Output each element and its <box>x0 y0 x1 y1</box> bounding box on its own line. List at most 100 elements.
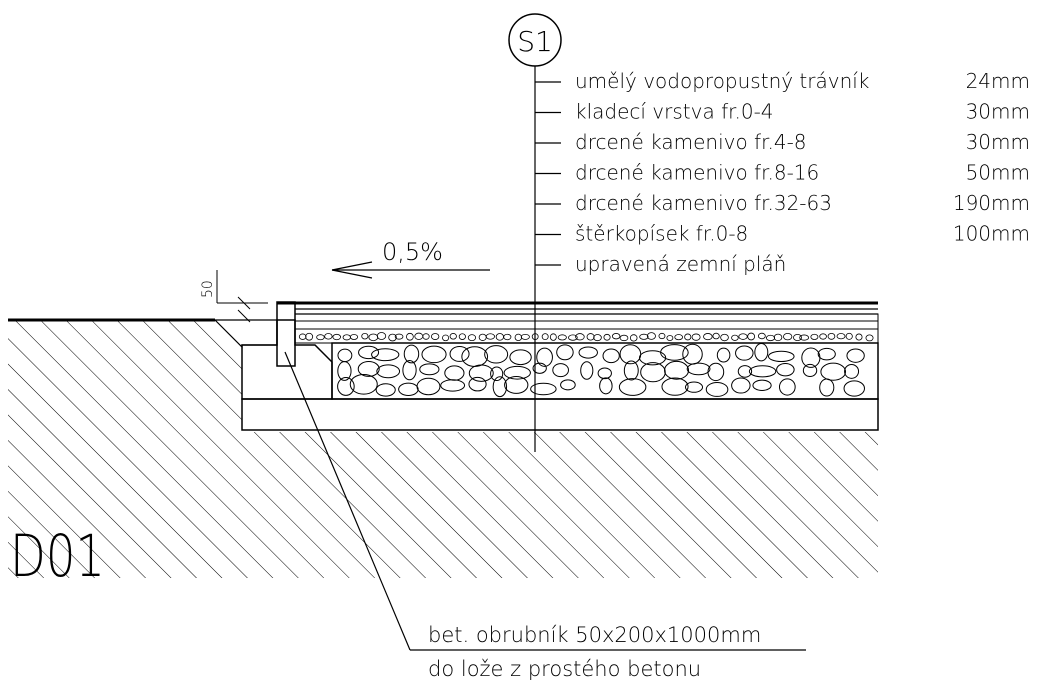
slope-indicator: 0,5% <box>331 238 490 279</box>
gravel-stone <box>468 376 487 392</box>
gravel-stone <box>444 365 465 381</box>
gravel-stone <box>532 362 547 374</box>
fine-gravel-stone <box>503 333 512 341</box>
gravel-stone <box>556 344 574 361</box>
gravel-stone <box>819 378 835 397</box>
fine-gravel-stone <box>783 332 793 341</box>
layer-thickness: 30mm <box>966 100 1030 124</box>
fine-gravel-stone <box>603 333 611 341</box>
fine-gravel-stone <box>388 333 397 342</box>
gravel-stone <box>820 362 847 381</box>
gravel-stone <box>349 373 378 395</box>
layer-crushed-stone-coarse <box>331 342 879 400</box>
gravel-stone <box>530 382 557 396</box>
slope-label: 0,5% <box>382 238 443 266</box>
fine-gravel-stone <box>593 334 602 342</box>
fine-gravel-stone <box>305 332 314 341</box>
fine-gravel-stone <box>819 333 827 340</box>
fine-gravel-stone <box>799 334 810 341</box>
gravel-stone <box>660 344 689 361</box>
fine-gravel-stone <box>691 333 701 341</box>
gravel-stone <box>737 365 753 378</box>
gravel-stone <box>440 379 466 392</box>
gravel-stone <box>776 363 795 377</box>
layer-name: drcené kamenivo fr.4-8 <box>575 130 807 154</box>
fine-gravel-stone <box>549 333 557 341</box>
gravel-stone <box>484 345 509 364</box>
artificial-turf-layer <box>277 301 878 315</box>
gravel-stone <box>686 362 711 376</box>
fine-gravel-stone <box>394 333 404 340</box>
gravel-stone <box>503 365 531 380</box>
fine-gravel-stone <box>646 332 656 340</box>
gravel-stone <box>337 361 352 381</box>
fine-gravel-stone <box>414 332 424 340</box>
gravel-stone <box>357 361 380 377</box>
fine-gravel-stone <box>442 334 450 342</box>
fine-gravel-stone <box>773 333 783 342</box>
curb-note: bet. obrubník 50x200x1000mm do lože z pr… <box>284 351 806 681</box>
fine-gravel-stone <box>495 333 504 341</box>
fine-gravel-stone <box>619 334 629 342</box>
fine-gravel-stone <box>757 332 766 340</box>
fine-gravel-stone <box>458 333 466 340</box>
dimension-50: 50 <box>200 270 268 323</box>
fine-gravel-stone <box>332 333 341 341</box>
section-marker-s1: S1 <box>508 13 562 67</box>
gravel-stone <box>560 379 576 391</box>
fine-gravel-stone <box>485 333 495 340</box>
gravel-stone <box>731 377 751 394</box>
gravel-stone <box>748 365 777 378</box>
gravel-stone <box>754 342 769 362</box>
gravel-stone <box>640 362 666 383</box>
fine-gravel-stone <box>845 332 853 340</box>
gravel-stone <box>597 367 612 380</box>
fine-gravel-stone <box>349 334 359 340</box>
gravel-stone <box>578 346 598 359</box>
gravel-stone <box>580 361 594 380</box>
layer-name: umělý vodopropustný trávník <box>575 69 869 93</box>
fine-gravel-stone <box>836 333 846 340</box>
gravel-stone <box>403 344 420 364</box>
fine-gravel-stone <box>368 333 379 342</box>
fine-gravel-stone <box>298 333 307 340</box>
fine-gravel-stone <box>658 332 666 340</box>
layer-thickness: 24mm <box>966 69 1030 93</box>
gravel-stone <box>371 348 400 362</box>
layer-sand-gravel <box>241 398 879 431</box>
gravel-stone <box>707 362 725 382</box>
fine-gravel-stone <box>865 334 874 342</box>
gravel-stone <box>778 378 796 396</box>
fine-gravel-stone <box>611 333 621 340</box>
fine-gravel-stone <box>467 334 477 342</box>
section-leader <box>534 65 561 452</box>
gravel-stone <box>599 377 613 395</box>
layer-thickness: 30mm <box>966 130 1030 154</box>
layer-name: upravená zemní pláň <box>575 252 786 276</box>
gravel-stone <box>767 350 795 363</box>
gravel-stone <box>684 381 704 393</box>
layer-name: drcené kamenivo fr.32-63 <box>575 191 832 215</box>
gravel-stone <box>682 343 703 365</box>
fine-gravel-stone <box>557 334 567 341</box>
gravel-stone <box>419 363 440 376</box>
fine-gravel-stone <box>810 333 819 340</box>
detail-id: D01 <box>10 522 105 590</box>
fine-gravel-stone <box>586 333 595 341</box>
curb-note-line1: bet. obrubník 50x200x1000mm <box>428 623 761 647</box>
gravel-stone <box>817 347 836 361</box>
fine-gravel-stone <box>449 333 457 340</box>
fine-gravel-stone <box>316 334 325 341</box>
gravel-stone <box>716 347 731 363</box>
gravel-stone <box>461 346 489 367</box>
gravel-stone <box>623 360 639 381</box>
gravel-stone <box>421 345 447 364</box>
fine-gravel-stone <box>765 334 776 342</box>
layer-thickness: 190mm <box>953 191 1030 215</box>
fine-gravel-stone <box>342 334 351 341</box>
gravel-stone <box>638 350 667 366</box>
fine-gravel-stone <box>712 332 720 340</box>
gravel-stone <box>552 363 569 378</box>
